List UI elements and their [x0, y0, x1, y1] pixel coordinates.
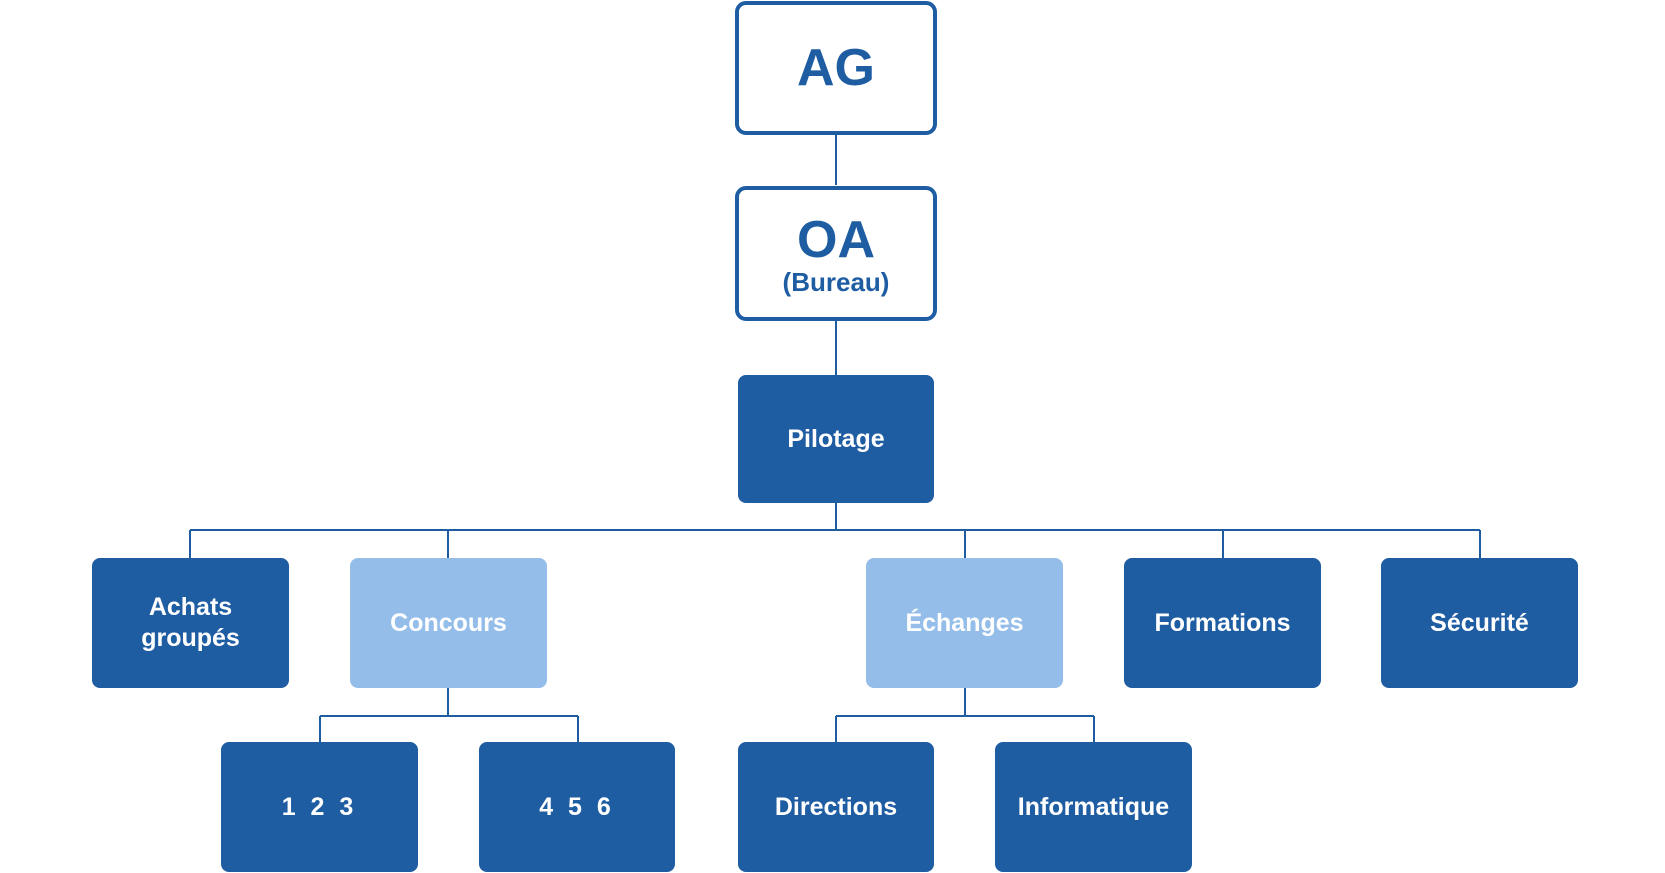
securite-node: Sécurité — [1381, 558, 1578, 688]
achats-node: Achats groupés — [92, 558, 289, 688]
concours-label: Concours — [390, 608, 507, 637]
pilotage-node: Pilotage — [738, 375, 934, 503]
formations-label: Formations — [1154, 608, 1291, 637]
echanges-node: Échanges — [866, 558, 1063, 688]
concours-123-label: 1 2 3 — [281, 792, 358, 821]
oa-sublabel: (Bureau) — [782, 266, 890, 297]
echanges-label: Échanges — [905, 608, 1024, 637]
ag-node: AG — [735, 1, 937, 135]
oa-node: OA (Bureau) — [735, 186, 937, 321]
pilotage-label: Pilotage — [787, 424, 885, 453]
directions-label: Directions — [774, 792, 898, 821]
securite-label: Sécurité — [1430, 608, 1529, 637]
oa-label: OA — [797, 210, 875, 269]
achats-label: Achats groupés — [141, 593, 240, 652]
formations-node: Formations — [1124, 558, 1321, 688]
informatique-node: Informatique — [995, 742, 1192, 872]
informatique-label: Informatique — [1017, 792, 1170, 821]
concours-123-node: 1 2 3 — [221, 742, 418, 872]
ag-label: AG — [797, 39, 875, 97]
directions-node: Directions — [738, 742, 934, 872]
concours-456-node: 4 5 6 — [479, 742, 675, 872]
concours-node: Concours — [350, 558, 547, 688]
concours-456-label: 4 5 6 — [539, 792, 615, 821]
